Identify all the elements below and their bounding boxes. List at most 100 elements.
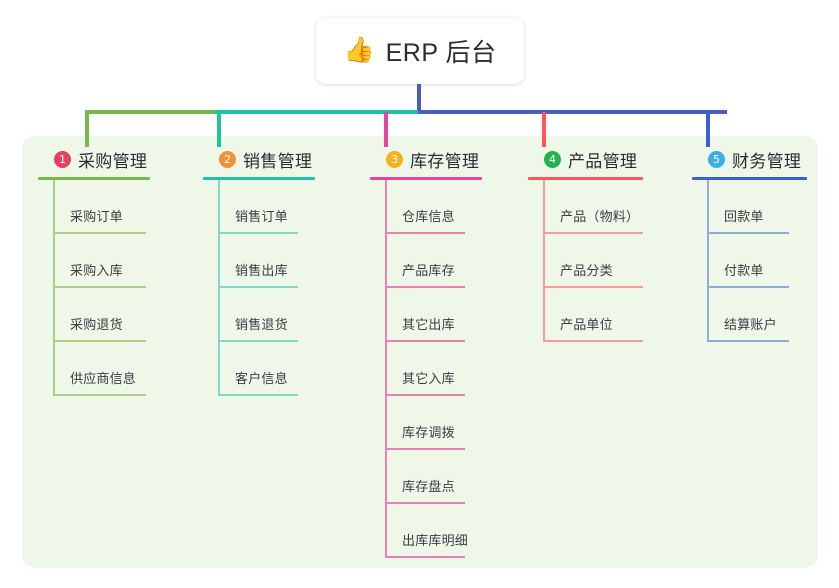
list-item-underline <box>385 340 465 342</box>
column-header-4[interactable]: 4 产品管理 <box>528 147 656 171</box>
list-item[interactable]: 销售订单 <box>203 180 331 234</box>
root-node[interactable]: 👍 ERP 后台 <box>316 18 524 84</box>
list-item-underline <box>218 340 298 342</box>
list-item[interactable]: 采购入库 <box>38 234 166 288</box>
list-item-underline <box>53 394 146 396</box>
list-item-underline <box>385 394 465 396</box>
column-items: 产品（物料） 产品分类产品单位 <box>528 180 656 342</box>
list-item[interactable]: 供应商信息 <box>38 342 166 396</box>
list-item-underline <box>707 286 789 288</box>
list-item-underline <box>53 232 146 234</box>
column-title: 财务管理 <box>732 151 802 171</box>
root-stem-connector <box>417 84 421 114</box>
list-item-label: 客户信息 <box>235 371 288 386</box>
list-item-underline <box>385 448 465 450</box>
list-item-label: 产品单位 <box>560 317 613 332</box>
list-item-underline <box>543 232 643 234</box>
list-item[interactable]: 产品（物料） <box>528 180 656 234</box>
list-item[interactable]: 付款单 <box>692 234 820 288</box>
list-item-underline <box>543 340 643 342</box>
list-item-label: 产品库存 <box>402 263 455 278</box>
list-item[interactable]: 回款单 <box>692 180 820 234</box>
list-item-label: 销售订单 <box>235 209 288 224</box>
column-items: 采购订单采购入库采购退货供应商信息 <box>38 180 166 396</box>
list-item[interactable]: 库存调拨 <box>370 396 498 450</box>
list-item[interactable]: 其它入库 <box>370 342 498 396</box>
bus-connector-mid <box>215 110 420 114</box>
list-item-label: 采购订单 <box>70 209 123 224</box>
diagram-panel <box>22 136 818 568</box>
list-item[interactable]: 采购退货 <box>38 288 166 342</box>
list-item-label: 结算账户 <box>724 317 777 332</box>
drop-connector-2 <box>217 112 221 147</box>
column-spine <box>53 180 55 396</box>
column-title: 采购管理 <box>78 151 148 171</box>
list-item-label: 采购入库 <box>70 263 123 278</box>
list-item[interactable]: 仓库信息 <box>370 180 498 234</box>
list-item-underline <box>385 502 465 504</box>
column-items: 回款单付款单结算账户 <box>692 180 820 342</box>
list-item-label: 销售退货 <box>235 317 288 332</box>
list-item-underline <box>53 286 146 288</box>
list-item-label: 其它出库 <box>402 317 455 332</box>
list-item-underline <box>53 340 146 342</box>
column-underline <box>38 177 150 180</box>
list-item-underline <box>385 232 465 234</box>
column-items: 仓库信息产品库存其它出库其它入库库存调拨库存盘点出库库明细 <box>370 180 498 558</box>
list-item-underline <box>385 556 465 558</box>
column-underline <box>528 177 643 180</box>
list-item[interactable]: 产品单位 <box>528 288 656 342</box>
column-spine <box>218 180 220 396</box>
column-underline <box>370 177 482 180</box>
list-item[interactable]: 产品分类 <box>528 234 656 288</box>
list-item[interactable]: 产品库存 <box>370 234 498 288</box>
list-item-label: 产品（物料） <box>560 209 640 224</box>
list-item[interactable]: 其它出库 <box>370 288 498 342</box>
list-item-label: 其它入库 <box>402 371 455 386</box>
column-spine <box>543 180 545 342</box>
column-number-badge: 3 <box>386 150 403 168</box>
drop-connector-3 <box>384 112 388 147</box>
list-item-label: 库存调拨 <box>402 425 455 440</box>
bus-connector-left <box>85 110 217 114</box>
bus-connector-right <box>418 110 727 114</box>
list-item[interactable]: 库存盘点 <box>370 450 498 504</box>
list-item-label: 库存盘点 <box>402 479 455 494</box>
column-number-badge: 4 <box>544 150 561 168</box>
column-spine <box>385 180 387 558</box>
list-item-underline <box>543 286 643 288</box>
list-item-label: 出库库明细 <box>402 533 469 548</box>
list-item-underline <box>385 286 465 288</box>
list-item[interactable]: 客户信息 <box>203 342 331 396</box>
column-items: 销售订单销售出库销售退货客户信息 <box>203 180 331 396</box>
list-item-underline <box>707 340 789 342</box>
drop-connector-4 <box>542 112 546 147</box>
column-4: 4 产品管理产品（物料） 产品分类产品单位 <box>528 147 656 342</box>
list-item-label: 仓库信息 <box>402 209 455 224</box>
list-item[interactable]: 销售退货 <box>203 288 331 342</box>
list-item[interactable]: 采购订单 <box>38 180 166 234</box>
list-item-underline <box>218 394 298 396</box>
list-item-label: 产品分类 <box>560 263 613 278</box>
list-item-label: 付款单 <box>724 263 764 278</box>
list-item[interactable]: 出库库明细 <box>370 504 498 558</box>
column-underline <box>203 177 315 180</box>
list-item-underline <box>218 232 298 234</box>
list-item[interactable]: 销售出库 <box>203 234 331 288</box>
thumbs-up-icon: 👍 <box>343 35 375 64</box>
column-title: 产品管理 <box>568 151 638 171</box>
list-item[interactable]: 结算账户 <box>692 288 820 342</box>
list-item-label: 销售出库 <box>235 263 288 278</box>
root-node-title: ERP 后台 <box>385 39 497 67</box>
list-item-label: 供应商信息 <box>70 371 137 386</box>
column-underline <box>692 177 807 180</box>
drop-connector-5 <box>706 112 710 147</box>
list-item-label: 回款单 <box>724 209 764 224</box>
